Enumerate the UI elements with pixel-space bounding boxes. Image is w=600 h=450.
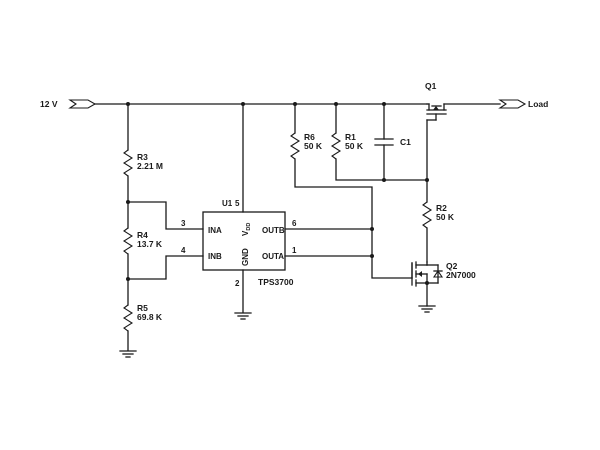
ic-ground	[234, 269, 252, 320]
svg-text:69.8 K: 69.8 K	[137, 312, 163, 322]
svg-text:Q1: Q1	[425, 81, 437, 91]
mosfet-q1: Q1	[425, 81, 501, 182]
svg-text:C1: C1	[400, 137, 411, 147]
svg-text:50 K: 50 K	[345, 141, 364, 151]
svg-text:2: 2	[235, 279, 240, 288]
ground-symbol-divider	[119, 350, 137, 358]
svg-text:R4: R4	[137, 230, 148, 240]
svg-text:2N7000: 2N7000	[446, 270, 476, 280]
outb-connection	[284, 227, 374, 231]
ic-part-number: TPS3700	[258, 277, 294, 287]
mosfet-q2: Q2 2N7000	[411, 261, 476, 307]
svg-text:R3: R3	[137, 152, 148, 162]
resistor-r1: R1 50 K	[330, 103, 428, 181]
svg-text:OUTB: OUTB	[262, 226, 285, 235]
svg-text:R5: R5	[137, 303, 148, 313]
divider-chain	[122, 103, 134, 351]
output-net-label: Load	[528, 99, 548, 109]
svg-text:GND: GND	[241, 248, 250, 266]
ic-vdd-label: VDD	[241, 223, 252, 236]
capacitor-c1: C1	[374, 103, 411, 182]
output-connector: Load	[498, 99, 548, 109]
svg-text:2.21 M: 2.21 M	[137, 161, 163, 171]
inb-connection	[127, 255, 204, 280]
svg-text:INA: INA	[208, 226, 222, 235]
resistor-r6: R6 50 K	[289, 103, 373, 230]
svg-text:5: 5	[235, 199, 240, 208]
ic-u1: U1 5 3 4 6 1 2 INA INB OUTB OUTA VDD GND…	[181, 199, 297, 288]
svg-text:OUTA: OUTA	[262, 252, 284, 261]
resistor-r2: R2 50 K	[421, 179, 455, 263]
outa-connection	[284, 228, 413, 279]
svg-text:Q2: Q2	[446, 261, 458, 271]
svg-text:R2: R2	[436, 203, 447, 213]
svg-text:13.7 K: 13.7 K	[137, 239, 163, 249]
svg-text:R1: R1	[345, 132, 356, 142]
input-net-label: 12 V	[40, 99, 58, 109]
ic-ref: U1	[222, 199, 233, 208]
resistor-r5: R5 69.8 K	[137, 303, 163, 322]
resistor-r3: R3 2.21 M	[137, 152, 163, 171]
svg-text:4: 4	[181, 246, 186, 255]
svg-text:INB: INB	[208, 252, 222, 261]
svg-text:1: 1	[292, 246, 297, 255]
input-connector: 12 V	[40, 99, 97, 109]
resistor-r4: R4 13.7 K	[137, 230, 163, 249]
svg-text:3: 3	[181, 219, 186, 228]
svg-text:R6: R6	[304, 132, 315, 142]
ground-symbol-q2	[418, 305, 436, 313]
svg-text:6: 6	[292, 219, 297, 228]
supply-rail	[94, 102, 428, 106]
ina-connection	[127, 201, 204, 230]
svg-text:50 K: 50 K	[304, 141, 323, 151]
svg-text:50 K: 50 K	[436, 212, 455, 222]
